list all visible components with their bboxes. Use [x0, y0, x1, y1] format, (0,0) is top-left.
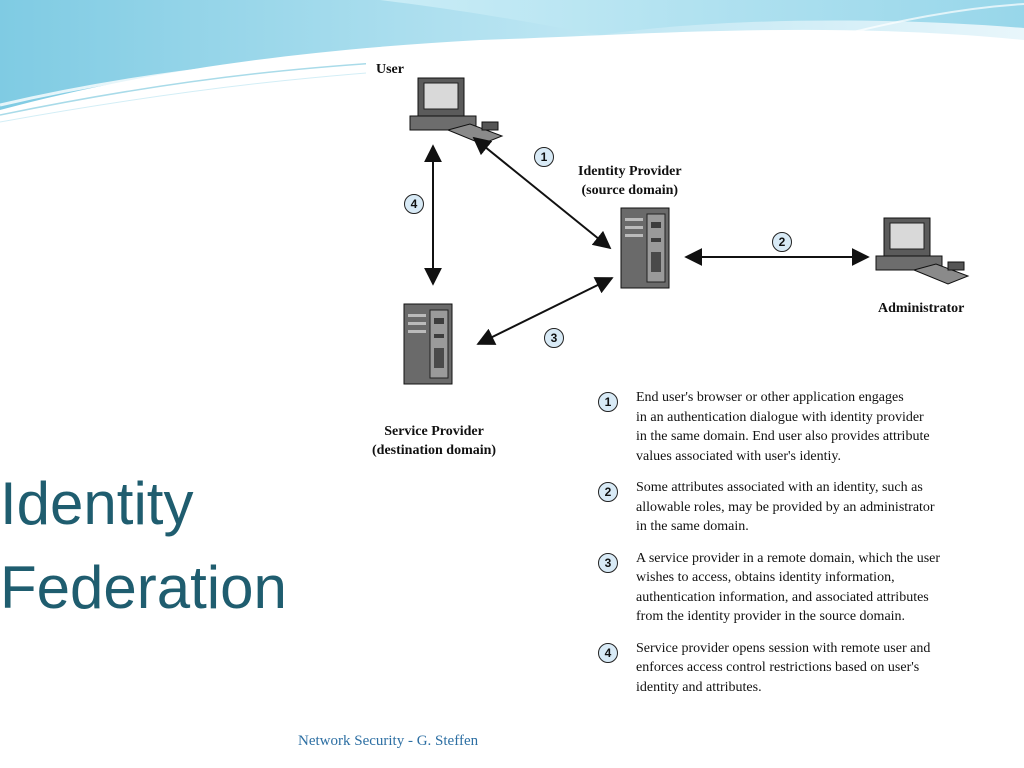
legend-step-3-line: from the identity provider in the source… — [636, 609, 906, 624]
legend-step-1-line: End user's browser or other application … — [636, 390, 904, 405]
legend-step-4-line: Service provider opens session with remo… — [636, 640, 931, 656]
legend-step-4-text: Service provider opens session with remo… — [636, 639, 998, 698]
legend-item-3: 3 A service provider in a remote domain,… — [598, 549, 998, 627]
legend-item-2: 2 Some attributes associated with an ide… — [598, 478, 998, 537]
legend-step-3-line: wishes to access, obtains identity infor… — [636, 570, 895, 585]
service-provider-server-icon — [403, 303, 453, 385]
legend-step-1-line: values associated with user's identiy. — [636, 448, 841, 464]
slide-title-line-1: Identity — [0, 470, 194, 537]
legend-step-4-line: identity and attributes. — [636, 679, 762, 695]
legend-step-3-line: A service provider in a remote domain, w… — [636, 550, 941, 566]
arrow-step-2-badge: 2 — [772, 232, 792, 252]
legend-step-3-text: A service provider in a remote domain, w… — [636, 549, 998, 627]
arrow-service-provider-identity-provider — [476, 277, 614, 345]
arrow-step-1-badge: 1 — [534, 147, 554, 167]
legend-step-2-line: Some attributes associated with an ident… — [636, 480, 923, 495]
identity-provider-label-line-1: Identity Provider — [578, 164, 682, 179]
identity-provider-label: Identity Provider (source domain) — [578, 162, 682, 200]
legend-step-1-text: End user's browser or other application … — [636, 388, 998, 466]
arrow-step-3-badge: 3 — [544, 328, 564, 348]
legend-step-3-badge: 3 — [598, 552, 618, 573]
identity-provider-label-line-2: (source domain) — [581, 183, 679, 198]
legend-step-4-badge: 4 — [598, 642, 618, 663]
legend-step-2-text: Some attributes associated with an ident… — [636, 478, 998, 537]
federation-diagram: User Identity Provider (source domain) A… — [366, 48, 998, 724]
legend-step-1-badge: 1 — [598, 392, 618, 412]
slide-title-line-2: Federation — [0, 554, 287, 621]
legend-step-3-line: authentication information, and associat… — [636, 589, 929, 605]
service-provider-label-line-1: Service Provider — [384, 424, 484, 439]
legend-item-1: 1 End user's browser or other applicatio… — [598, 388, 998, 466]
legend-step-1-line: in the same domain. End user also provid… — [636, 429, 930, 444]
slide-title: Identity Federation — [0, 462, 287, 630]
administrator-label: Administrator — [878, 301, 965, 316]
arrow-step-4-badge: 4 — [404, 194, 424, 214]
legend-item-4: 4 Service provider opens session with re… — [598, 639, 998, 698]
identity-provider-server-icon — [620, 207, 670, 289]
steps-legend: 1 End user's browser or other applicatio… — [598, 388, 998, 709]
legend-step-4-line: enforces access control restrictions bas… — [636, 660, 920, 675]
diagram-canvas — [403, 77, 969, 385]
legend-step-2-badge: 2 — [598, 482, 618, 502]
legend-step-1-line: in an authentication dialogue with ident… — [636, 409, 924, 425]
arrow-user-identity-provider — [472, 136, 612, 250]
legend-step-2-line: allowable roles, may be provided by an a… — [636, 499, 935, 515]
service-provider-label: Service Provider (destination domain) — [372, 422, 496, 460]
administrator-computer-icon — [875, 217, 969, 285]
user-label: User — [376, 62, 404, 77]
user-computer-icon — [409, 77, 503, 145]
slide-footer: Network Security - G. Steffen — [298, 733, 479, 749]
service-provider-label-line-2: (destination domain) — [372, 443, 497, 458]
legend-step-2-line: in the same domain. — [636, 519, 749, 534]
